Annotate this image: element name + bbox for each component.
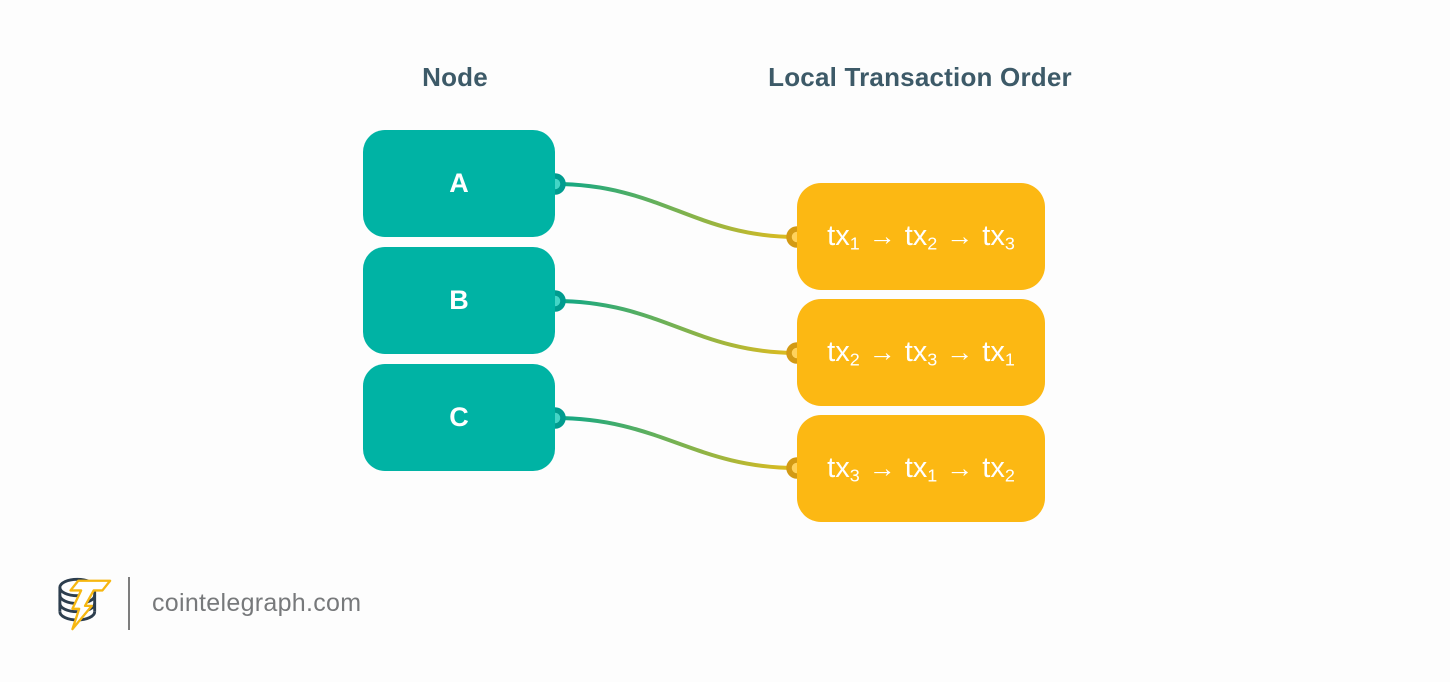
node-box-a: A — [363, 130, 555, 237]
arrow-glyph: → — [946, 337, 974, 367]
tx-term: tx3 — [904, 336, 938, 370]
tx-term: tx1 — [827, 220, 860, 254]
arrow-glyph: → — [868, 221, 896, 251]
column-header-node: Node — [422, 62, 488, 92]
tx-term: tx3 — [982, 220, 1015, 254]
footer-divider — [128, 576, 130, 630]
tx-term: tx1 — [904, 452, 938, 486]
connector-c-to-order3 — [554, 416, 798, 470]
footer-site-text: cointelegraph.com — [152, 588, 362, 617]
tx-term: tx2 — [904, 220, 938, 254]
arrow-glyph: → — [868, 337, 896, 367]
arrow-glyph: → — [946, 221, 974, 251]
tx-term: tx1 — [982, 336, 1015, 370]
connector-b-to-order2 — [554, 299, 798, 355]
tx-term: tx3 — [827, 452, 860, 486]
order-box-3: tx3 → tx1 → tx2 — [797, 415, 1045, 522]
node-label: A — [449, 168, 469, 198]
footer-branding: cointelegraph.com — [56, 575, 361, 631]
tx-term: tx2 — [827, 336, 860, 370]
connector-a-to-order1 — [554, 182, 798, 239]
order-box-2: tx2 → tx3 → tx1 — [797, 299, 1045, 406]
cointelegraph-logo-icon — [56, 574, 114, 632]
node-box-c: C — [363, 364, 555, 471]
column-header-local-transaction-order: Local Transaction Order — [768, 62, 1072, 92]
node-label: C — [449, 402, 469, 432]
arrow-glyph: → — [946, 453, 974, 483]
node-label: B — [449, 285, 469, 315]
arrow-glyph: → — [868, 453, 896, 483]
order-box-1: tx1 → tx2 → tx3 — [797, 183, 1045, 290]
coin-stack-bolt-icon — [58, 577, 112, 631]
node-box-b: B — [363, 247, 555, 354]
tx-term: tx2 — [982, 452, 1015, 486]
